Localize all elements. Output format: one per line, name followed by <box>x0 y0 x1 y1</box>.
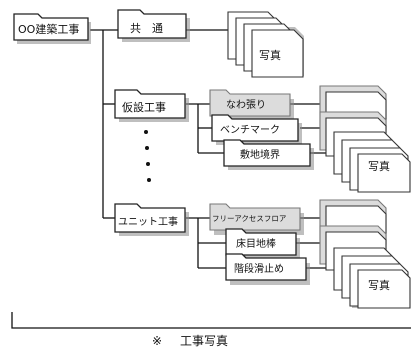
photo-label: 写真 <box>368 159 390 173</box>
connector-lines <box>90 29 335 269</box>
category-label: 共 通 <box>130 22 163 35</box>
subfolder-label: なわ張り <box>226 99 266 111</box>
subfolder-label: ベンチマーク <box>220 124 280 136</box>
footer-mark: ※ <box>152 334 162 347</box>
subfolder-label: 床目地棒 <box>236 237 276 250</box>
category-folder-temporary-works: 仮設工事 <box>114 89 189 122</box>
ellipsis-dots <box>144 130 151 182</box>
subfolder-label: 敷地境界 <box>240 148 280 161</box>
footer-caption: 工事写真 <box>180 334 228 347</box>
category-folder-unit-works: ユニット工事 <box>114 203 189 236</box>
subfolder-stair-nosing: 階段滑止め <box>225 253 310 285</box>
root-folder: OO建築工事 <box>13 13 91 44</box>
photo-stack-unit-works: 写真 <box>319 199 411 309</box>
category-label: ユニット工事 <box>118 215 178 228</box>
subfolder-floor-joint-bar: 床目地棒 <box>225 228 300 260</box>
photo-stack-common: 写真 <box>227 11 304 78</box>
subfolder-rope-staking: なわ張り <box>209 89 294 121</box>
subfolder-benchmark: ベンチマーク <box>211 114 302 145</box>
photo-stack-temporary-works: 写真 <box>319 85 411 193</box>
subfolder-free-access-floor: フリーアクセスフロア <box>209 203 304 235</box>
category-folder-common: 共 通 <box>117 9 190 42</box>
root-folder-label: OO建築工事 <box>18 22 79 36</box>
photo-label: 写真 <box>259 48 281 62</box>
category-label: 仮設工事 <box>122 100 166 114</box>
subfolder-site-boundary: 敷地境界 <box>223 139 314 170</box>
photo-label: 写真 <box>368 278 390 292</box>
footer-bracket <box>11 312 411 329</box>
subfolder-label: 階段滑止め <box>234 262 284 275</box>
subfolder-label: フリーアクセスフロア <box>212 214 286 223</box>
